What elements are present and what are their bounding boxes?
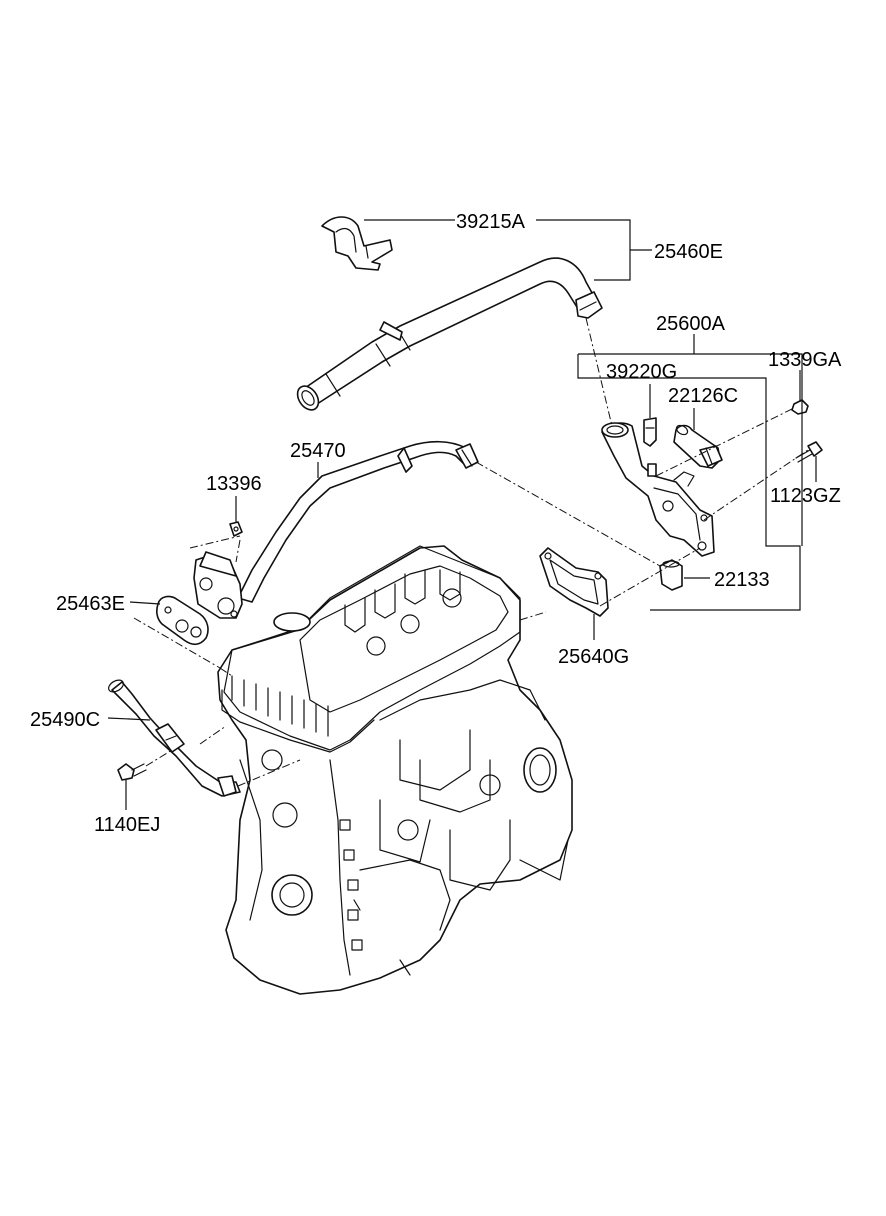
pipe-25470	[237, 440, 479, 603]
label-39220G: 39220G	[606, 361, 677, 383]
label-25600A: 25600A	[656, 313, 726, 335]
bracket-39215A	[321, 216, 393, 271]
bolt-13396	[229, 521, 243, 537]
label-25640G: 25640G	[558, 646, 629, 668]
label-13396: 13396	[206, 473, 262, 495]
fitting-22126C	[673, 424, 723, 469]
flange-25463E	[156, 551, 243, 646]
part-labels: 39215A 25460E 25600A 39220G 1339GA 22126…	[30, 211, 842, 836]
sensor-39220G	[643, 417, 657, 477]
label-22126C: 22126C	[668, 385, 738, 407]
housing-25600A	[601, 422, 715, 557]
pipe-25490C	[108, 679, 241, 797]
leader-lines	[107, 219, 817, 810]
bolt-1123GZ	[795, 441, 823, 463]
label-25490C: 25490C	[30, 709, 100, 731]
nut-1339GA	[791, 399, 809, 415]
label-39215A: 39215A	[456, 211, 526, 233]
engine-block	[217, 545, 573, 995]
label-22133: 22133	[714, 569, 770, 591]
label-1339GA: 1339GA	[768, 349, 842, 371]
bolt-1140EJ	[117, 763, 147, 781]
label-1140EJ: 1140EJ	[94, 814, 160, 836]
label-1123GZ: 1123GZ	[770, 485, 841, 507]
label-25460E: 25460E	[654, 241, 723, 263]
gasket-25640G	[539, 547, 609, 617]
label-25470: 25470	[290, 440, 346, 462]
hose-25460E	[296, 257, 603, 411]
assembly-lines	[133, 317, 809, 787]
label-25463E: 25463E	[56, 593, 125, 615]
